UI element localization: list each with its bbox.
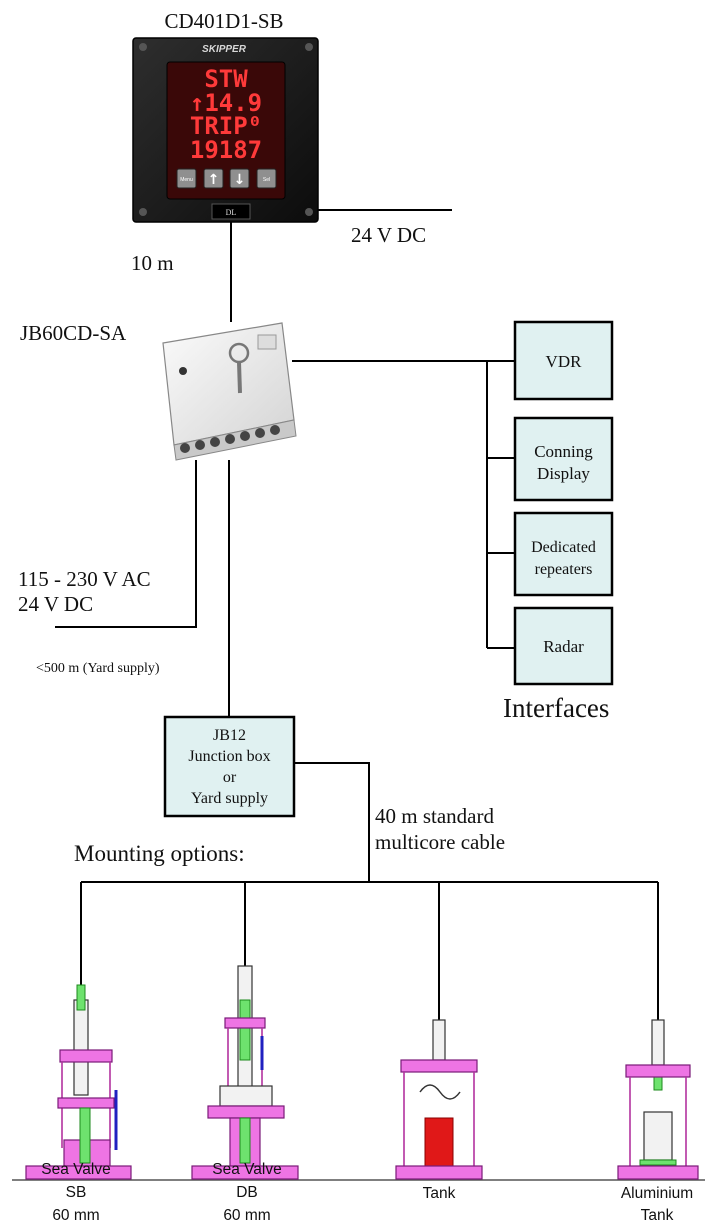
screw-icon [139,208,147,216]
sea-valve-db-drawing: Sea Valve DB [191,965,299,1201]
interface-label-conning-1: Conning [534,442,593,461]
down-arrow-icon: ↓ [234,172,246,188]
interface-box-conning [513,416,614,502]
interface-label-conning-2: Display [537,464,590,483]
cable-std-line-1: 40 m standard [375,804,494,828]
interface-label-repeaters-1: Dedicated [531,539,596,556]
sb-base-plate [25,1165,132,1180]
alu-top-cap [625,1064,691,1078]
sb-label-2: SB [66,1184,87,1201]
menu-button-label: Menu [180,177,193,183]
tank-label: Tank [423,1185,456,1202]
led-line-1: STW [204,65,248,93]
wires [12,209,705,1181]
tank-top-cap [400,1059,478,1073]
power-dc-label: 24 V DC [18,592,93,616]
interface-box-vdr [513,320,614,401]
jb60-nameplate [257,334,277,350]
db-top-flange [224,1017,266,1029]
screw-icon [139,43,147,51]
db-sensor-lower [239,1117,251,1164]
tank-sensor [424,1117,454,1167]
db-label-1: Sea Valve [212,1161,282,1178]
display-unit: CD401D1-SB SKIPPER STW ↑14.9 TRIP⁰ 19187… [132,9,319,223]
sb-upper-flange [59,1049,113,1063]
cable-std-line-2: multicore cable [375,830,505,854]
jb60-base [173,419,297,461]
sb-shaft [73,999,89,1096]
alu-sensor-base [639,1159,677,1166]
interface-box-radar [513,606,614,686]
interface-box-repeaters [513,511,614,597]
jb60-lock-icon [179,367,187,375]
up-arrow-icon: ↑ [208,172,220,188]
cable-glands [180,425,280,453]
led-line-3: TRIP⁰ [190,112,262,140]
display-model-label: CD401D1-SB [164,9,283,33]
tank-drawing: Tank [395,1019,483,1202]
led-line-4: 19187 [190,136,262,164]
tank-shaft [432,1019,446,1061]
jb12-line-2: Junction box [188,748,270,765]
wire-jb12-to-sensors [294,762,370,882]
jb60-label: JB60CD-SA [20,321,127,345]
screw-icon [305,208,313,216]
jb60-junction-box [162,322,297,461]
jb12-line-1: JB12 [213,727,246,744]
led-line-2: ↑14.9 [190,89,262,117]
mounting-title: Mounting options: [74,841,245,866]
aluminium-tank-drawing: Aluminium Tank [617,1019,699,1222]
interface-label-radar: Radar [543,637,584,656]
sel-button-label: Sel [263,177,270,183]
down-button [229,168,250,189]
cable-top-label: 10 m [131,251,174,275]
alu-shaft [651,1019,665,1066]
sel-button [256,168,277,189]
tank-base-plate [395,1165,483,1180]
interface-label-repeaters-2: repeaters [535,561,593,578]
jb12-line-4: Yard supply [191,790,268,807]
db-label-3: 60 mm [223,1207,270,1222]
menu-button [176,168,197,189]
db-valve-housing [219,1085,273,1107]
power-ac-label: 115 - 230 V AC [18,567,151,591]
alu-base-plate [617,1165,699,1180]
dl-badge [211,203,251,220]
led-screen [166,61,286,200]
interface-label-vdr: VDR [546,352,583,371]
sb-label-3: 60 mm [52,1207,99,1222]
alu-inner-body [643,1111,673,1161]
jb12-rect [163,715,296,818]
jb12-line-3: or [223,769,237,786]
cable-yard-label: <500 m (Yard supply) [36,661,160,676]
brand-logo: SKIPPER [202,44,247,55]
jb60-key-shaft [237,361,242,394]
sb-sensor-top [76,984,86,1011]
tank-cable-loop [419,1084,461,1100]
dl-badge-label: DL [226,208,237,217]
wire-mains-power [55,460,197,628]
sb-label-1: Sea Valve [41,1161,111,1178]
alu-label-2: Tank [641,1207,674,1222]
interfaces-title: Interfaces [503,693,609,723]
db-sensor-upper [239,999,251,1061]
jb12-box: JB12 Junction box or Yard supply [163,715,296,818]
sea-valve-sb-drawing: Sea Valve SB [25,984,132,1201]
db-wide-flange [207,1105,285,1119]
screw-icon [305,43,313,51]
alu-label-1: Aluminium [621,1185,693,1202]
db-base-plate [191,1165,299,1180]
db-label-2: DB [236,1184,258,1201]
sb-sensor-body [79,1107,91,1164]
up-button [203,168,224,189]
power-top-label: 24 V DC [351,223,426,247]
interfaces-group: VDR Conning Display Dedicated repeaters … [503,320,614,723]
sb-mid-flange [57,1097,115,1109]
